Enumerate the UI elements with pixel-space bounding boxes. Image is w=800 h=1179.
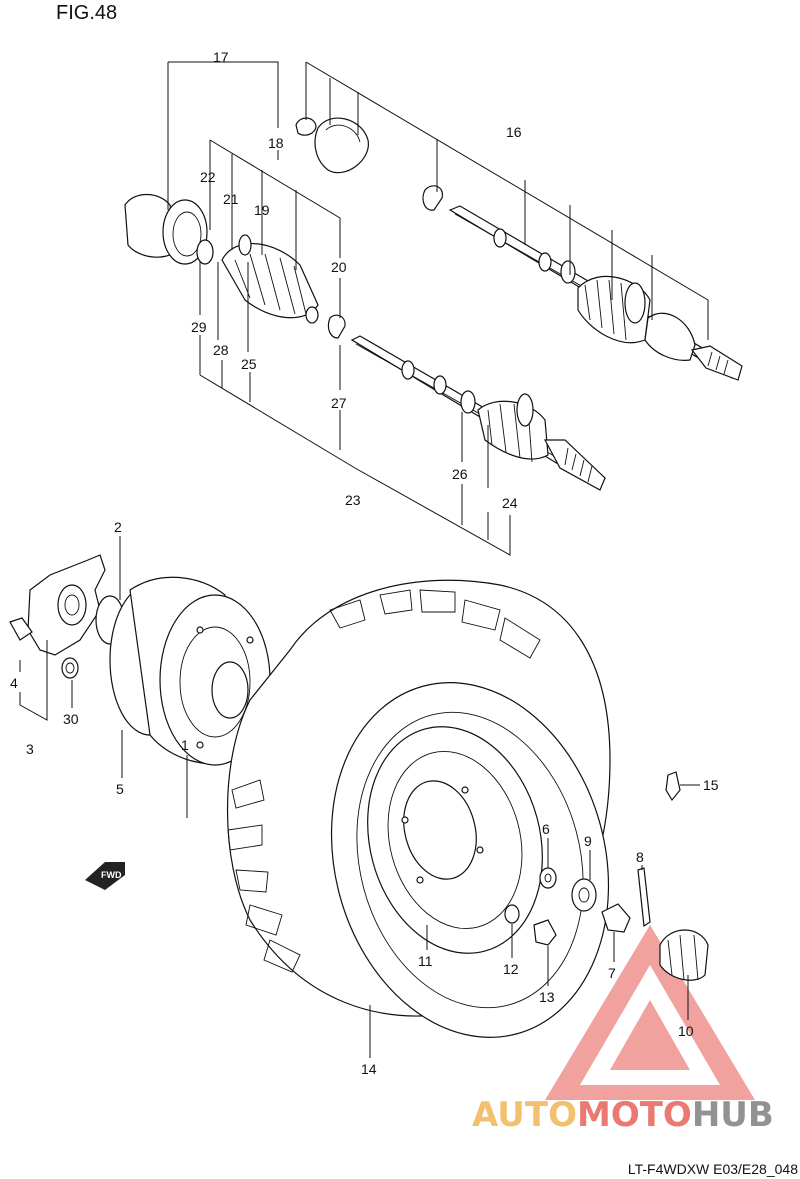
- callout-1: 1: [181, 737, 189, 753]
- callout-6: 6: [542, 821, 550, 837]
- callout-29: 29: [191, 319, 207, 335]
- callout-20: 20: [331, 259, 347, 275]
- callout-15: 15: [703, 777, 719, 793]
- callout-9: 9: [584, 833, 592, 849]
- callout-13: 13: [539, 989, 555, 1005]
- watermark-part-hub: HUB: [692, 1095, 774, 1135]
- watermark-part-auto: AUTO: [472, 1095, 577, 1135]
- tire-wheel-assembly: [226, 579, 611, 1038]
- fwd-arrow-icon: FWD: [85, 862, 125, 890]
- callout-5: 5: [116, 781, 124, 797]
- callout-16: 16: [506, 124, 522, 140]
- callout-14: 14: [361, 1061, 377, 1077]
- watermark-wordmark: AUTOMOTOHUB: [472, 1095, 774, 1135]
- callout-11: 11: [418, 953, 433, 969]
- callout-18: 18: [268, 135, 284, 151]
- watermark-logo: [545, 925, 755, 1100]
- wheel-hardware: [504, 771, 709, 981]
- callout-25: 25: [241, 356, 257, 372]
- callout-22: 22: [200, 169, 216, 185]
- drive-shaft-assembly-lower: [124, 193, 606, 491]
- callout-23: 23: [345, 492, 361, 508]
- callout-26: 26: [452, 466, 468, 482]
- callout-30: 30: [63, 711, 79, 727]
- leader-lines: [19, 61, 709, 1058]
- callout-21: 21: [223, 191, 239, 207]
- callout-4: 4: [10, 675, 18, 691]
- hub-assembly: [9, 554, 271, 766]
- callout-27: 27: [331, 395, 347, 411]
- callout-8: 8: [636, 849, 644, 865]
- fwd-label: FWD: [101, 870, 122, 880]
- diagram-code: LT-F4WDXW E03/E28_048: [627, 1161, 798, 1177]
- callout-12: 12: [503, 961, 519, 977]
- callout-3: 3: [26, 741, 34, 757]
- callout-7: 7: [608, 965, 616, 981]
- figure-title: FIG.48: [56, 2, 118, 24]
- drive-shaft-assembly-upper: [295, 117, 743, 381]
- callout-10: 10: [678, 1023, 694, 1039]
- callout-2: 2: [114, 519, 122, 535]
- svg-text:AUTOMOTOHUB: AUTOMOTOHUB: [472, 1095, 774, 1135]
- callout-24: 24: [502, 495, 518, 511]
- callout-17: 17: [213, 49, 229, 65]
- callout-28: 28: [213, 342, 229, 358]
- callout-labels: 1 2 3 4 5 6 7 8 9 10 11 12 13 14 15 16 1…: [10, 49, 719, 1077]
- watermark-part-moto: MOTO: [577, 1095, 692, 1135]
- callout-19: 19: [254, 202, 270, 218]
